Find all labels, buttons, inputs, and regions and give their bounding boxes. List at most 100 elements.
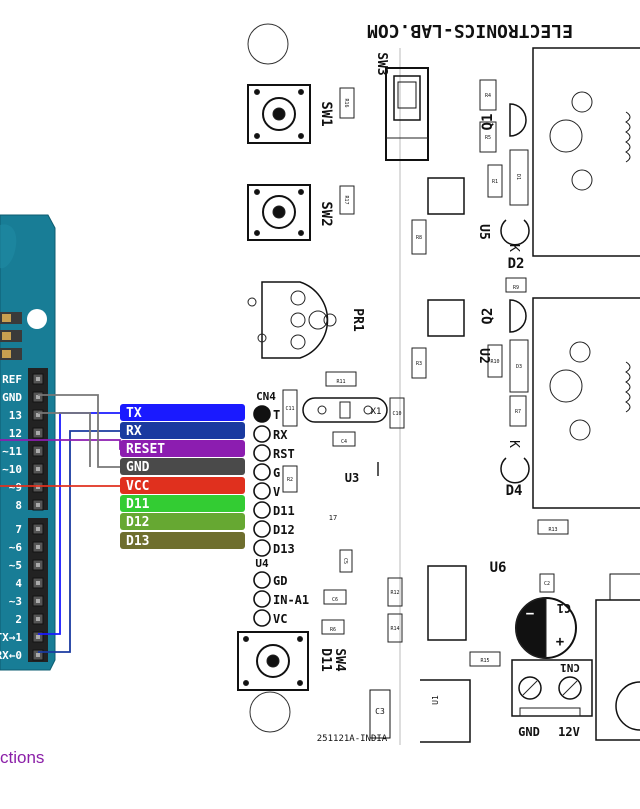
u4-pin[interactable] (253, 571, 271, 589)
label-q1: Q1 (480, 114, 496, 131)
arduino-pin-label: 7 (15, 523, 22, 536)
capacitor-c2 (539, 573, 555, 593)
arduino-pin-contact (36, 563, 40, 567)
cn4-pin[interactable] (253, 539, 271, 557)
switch-sw1[interactable] (247, 84, 311, 144)
resistor-r10 (487, 344, 503, 378)
label-sw1: SW1 (318, 101, 334, 126)
diode-d1 (509, 149, 529, 206)
diode-d3 (509, 339, 529, 393)
arduino-pin-contact (36, 485, 40, 489)
switch-sw3[interactable] (385, 67, 429, 161)
part-label-c6: C6 (332, 597, 338, 603)
arduino-pin-label: ~10 (2, 463, 22, 476)
label-u1: U1 (431, 695, 440, 705)
wire-label-bar (120, 422, 245, 439)
wire-gnd-2 (38, 412, 91, 467)
arduino-pin-contact (36, 449, 40, 453)
switch-sw2[interactable] (247, 184, 311, 241)
resistor-r12 (387, 577, 403, 607)
arduino-pin-label: 13 (9, 409, 22, 422)
label-c1-minus: − (526, 606, 534, 622)
wire-label-bar (120, 440, 245, 457)
cn4-pin[interactable] (253, 520, 271, 538)
part-label-r1: R1 (492, 179, 498, 185)
arduino-pin-contact (36, 527, 40, 531)
part-label-r8: R8 (416, 235, 422, 241)
resistor-r17 (339, 185, 355, 215)
transistor-q1 (509, 103, 527, 137)
u4-pin[interactable] (253, 590, 271, 608)
u4-pin[interactable] (253, 609, 271, 627)
part-label-c2: C2 (544, 581, 550, 587)
cn4-pin[interactable] (253, 501, 271, 519)
arduino-pin-label: GND (2, 391, 22, 404)
diode-d4 (500, 457, 530, 484)
label-u2: U2 (476, 348, 491, 364)
cn4-pin[interactable] (253, 425, 271, 443)
transistor-q2 (509, 299, 527, 333)
label-x1: X1 (371, 407, 382, 417)
switch-sw4[interactable] (237, 631, 309, 691)
wire-label-text: RESET (126, 442, 165, 457)
label-pr1: PR1 (350, 308, 365, 332)
arduino-pin-label: 12 (9, 427, 22, 440)
potentiometer-pr1[interactable] (247, 281, 337, 359)
u4-pin-label: VC (273, 612, 287, 626)
part-label-d3: D3 (516, 364, 522, 370)
part-label-c10: C10 (392, 411, 401, 417)
label-q2: Q2 (480, 308, 496, 325)
arduino-pin-label: ~6 (9, 541, 23, 554)
pcb-labels: ELECTRONICS-LAB.COM SW1 SW2 SW3 SW4 D11 … (255, 20, 580, 744)
cn4-pin-label: T (273, 408, 280, 422)
arduino-pin-contact (36, 599, 40, 603)
ic-u5 (427, 177, 465, 215)
part-label-r13: R13 (548, 527, 557, 533)
part-label-r2: R2 (287, 477, 293, 483)
label-k-d4: K (506, 440, 521, 448)
label-d2: D2 (508, 256, 525, 272)
wire-label-bar (120, 477, 245, 494)
terminal-cn1[interactable] (511, 659, 593, 717)
label-cn1: CN1 (560, 661, 580, 674)
part-label-r14: R14 (390, 626, 399, 632)
capacitor-c10 (389, 397, 405, 429)
resistor-r4 (479, 79, 497, 111)
cn4-pin-label: RX (273, 428, 288, 442)
label-c1-plus: + (556, 634, 564, 650)
label-sw2: SW2 (318, 201, 334, 226)
part-label-c5: C5 (342, 558, 348, 564)
mount-hole-top (247, 23, 289, 65)
arduino-pin-contact (36, 503, 40, 507)
resistor-r14 (387, 613, 403, 643)
caption-text: ctions (0, 748, 45, 767)
resistor-r5 (479, 121, 497, 153)
arduino-pin-contact (36, 653, 40, 657)
relay-2 (532, 297, 640, 509)
arduino-pin-label: TX→1 (0, 631, 22, 644)
arduino-pin-contact (36, 413, 40, 417)
label-cn4: CN4 (256, 390, 276, 403)
part-label-r17: R17 (343, 195, 349, 204)
part-label-r3: R3 (416, 361, 422, 367)
capacitor-c6 (323, 589, 347, 605)
resistor-r11 (325, 371, 357, 387)
cn4-pin[interactable] (253, 405, 271, 423)
label-terminal-gnd: GND (518, 725, 540, 739)
part-label-r15: R15 (480, 658, 489, 664)
resistor-r2 (282, 465, 298, 493)
part-label-r5: R5 (485, 135, 491, 141)
cn4-pin[interactable] (253, 482, 271, 500)
u4-pin-label: IN-A1 (273, 593, 309, 607)
arduino-pin-contact (36, 617, 40, 621)
ic-u2 (427, 299, 465, 337)
cn4-pin[interactable] (253, 463, 271, 481)
cn4-pin[interactable] (253, 444, 271, 462)
resistor-r13 (537, 519, 569, 535)
capacitor-c5 (339, 549, 353, 573)
arduino-pin-contact (36, 635, 40, 639)
